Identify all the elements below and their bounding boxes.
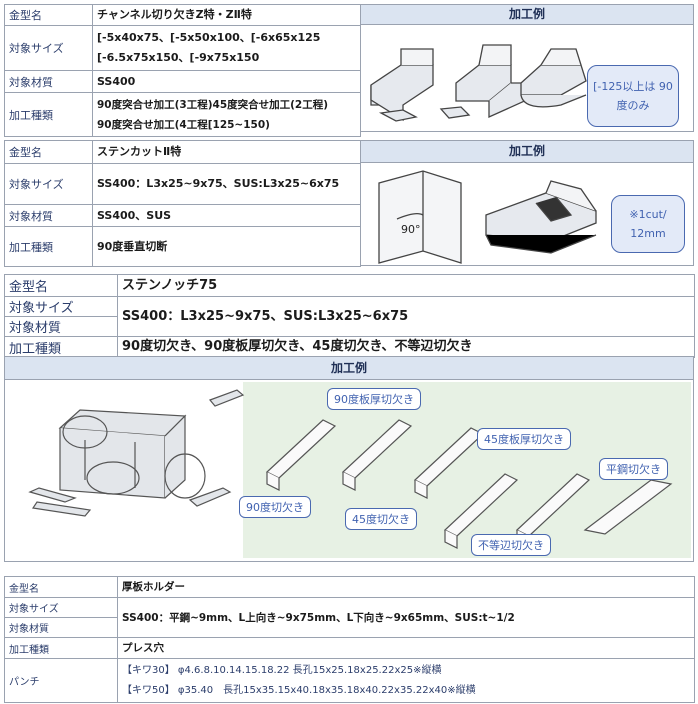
size-line-1: [-5x40x75、[-5x50x100、[-6x65x125 — [97, 31, 321, 44]
label-material: 対象材質 — [4, 70, 93, 93]
punch-line-2: 【キワ50】 φ35.40 長孔15x35.15x40.18x35.18x40.… — [122, 684, 476, 696]
value-material: SS400 — [92, 70, 361, 93]
section1-example-panel: [-125以上は 90度のみ — [360, 25, 694, 132]
value-process-type: 90度垂直切断 — [92, 226, 361, 267]
label-material: 対象材質 — [4, 316, 118, 337]
value-process-type: プレス穴 — [117, 637, 695, 659]
label-punch: パンチ — [4, 658, 118, 703]
size-line-2: [-6.5x75x150、[-9x75x150 — [97, 51, 260, 64]
tag-90deg-thickness-notch: 90度板厚切欠き — [327, 388, 421, 410]
label-mold-name: 金型名 — [4, 140, 93, 164]
value-target-size: SS400：L3x25~9x75、SUS:L3x25~6x75 — [117, 296, 695, 337]
value-target-size: [-5x40x75、[-5x50x100、[-6x65x125 [-6.5x75… — [92, 25, 361, 71]
label-target-size: 対象サイズ — [4, 25, 93, 71]
value-mold-name: ステンカットⅡ特 — [92, 140, 361, 164]
label-target-size: 対象サイズ — [4, 163, 93, 205]
channel-notch-illustration — [370, 44, 587, 122]
label-mold-name: 金型名 — [4, 274, 118, 297]
section2-example-panel: 90° ※1cut/ 12mm — [360, 163, 694, 266]
tag-45deg-thickness-notch: 45度板厚切欠き — [477, 428, 571, 450]
section1-spec-table: 金型名 チャンネル切り欠きZ特・ZⅡ特 対象サイズ [-5x40x75、[-5x… — [4, 4, 361, 137]
section2-example-header: 加工例 — [360, 140, 694, 163]
tag-45deg-notch: 45度切欠き — [345, 508, 417, 530]
angle-label: 90° — [401, 223, 421, 236]
section3-example-header: 加工例 — [4, 356, 694, 380]
section4-spec-table: 金型名 厚板ホルダー 対象サイズ SS400：平鋼~9mm、L上向き~9x75m… — [4, 576, 695, 703]
label-target-size: 対象サイズ — [4, 597, 118, 618]
label-material: 対象材質 — [4, 204, 93, 227]
process-line-1: 90度突合せ加工(3工程)45度突合せ加工(2工程) — [97, 98, 329, 111]
label-process-type: 加工種類 — [4, 226, 93, 267]
label-mold-name: 金型名 — [4, 576, 118, 598]
value-material: SS400、SUS — [92, 204, 361, 227]
process-line-2: 90度突合せ加工(4工程[125~150) — [97, 118, 270, 131]
label-target-size: 対象サイズ — [4, 296, 118, 317]
tag-flat-bar-notch: 平鋼切欠き — [599, 458, 668, 480]
section2-note: ※1cut/ 12mm — [611, 195, 685, 253]
value-target-size: SS400：L3x25~9x75、SUS:L3x25~6x75 — [92, 163, 361, 205]
tag-unequal-notch: 不等辺切欠き — [471, 534, 551, 556]
section2-spec-table: 金型名 ステンカットⅡ特 対象サイズ SS400：L3x25~9x75、SUS:… — [4, 140, 361, 267]
value-target-size: SS400：平鋼~9mm、L上向き~9x75mm、L下向き~9x65mm、SUS… — [117, 597, 695, 638]
value-mold-name: ステンノッチ75 — [117, 274, 695, 297]
value-mold-name: チャンネル切り欠きZ特・ZⅡ特 — [92, 4, 361, 26]
tag-90deg-notch: 90度切欠き — [239, 496, 311, 518]
section3-spec-table: 金型名 ステンノッチ75 対象サイズ SS400：L3x25~9x75、SUS:… — [4, 274, 695, 358]
section1-example-header: 加工例 — [360, 4, 694, 25]
section3-example-panel: 90度板厚切欠き 45度板厚切欠き 平鋼切欠き 90度切欠き 45度切欠き 不等… — [4, 380, 694, 562]
punch-line-1: 【キワ30】 φ4.6.8.10.14.15.18.22 長孔15x25.18x… — [122, 664, 442, 676]
label-process-type: 加工種類 — [4, 637, 118, 659]
section1-note: [-125以上は 90度のみ — [587, 65, 679, 127]
value-process-type: 90度突合せ加工(3工程)45度突合せ加工(2工程) 90度突合せ加工(4工程[… — [92, 92, 361, 137]
label-mold-name: 金型名 — [4, 4, 93, 26]
stencut-illustration — [378, 170, 597, 264]
label-process-type: 加工種類 — [4, 92, 93, 137]
value-punch: 【キワ30】 φ4.6.8.10.14.15.18.22 長孔15x25.18x… — [117, 658, 695, 703]
label-material: 対象材質 — [4, 617, 118, 638]
value-process-type: 90度切欠き、90度板厚切欠き、45度切欠き、不等辺切欠き — [117, 336, 695, 358]
value-mold-name: 厚板ホルダー — [117, 576, 695, 598]
label-process-type: 加工種類 — [4, 336, 118, 358]
